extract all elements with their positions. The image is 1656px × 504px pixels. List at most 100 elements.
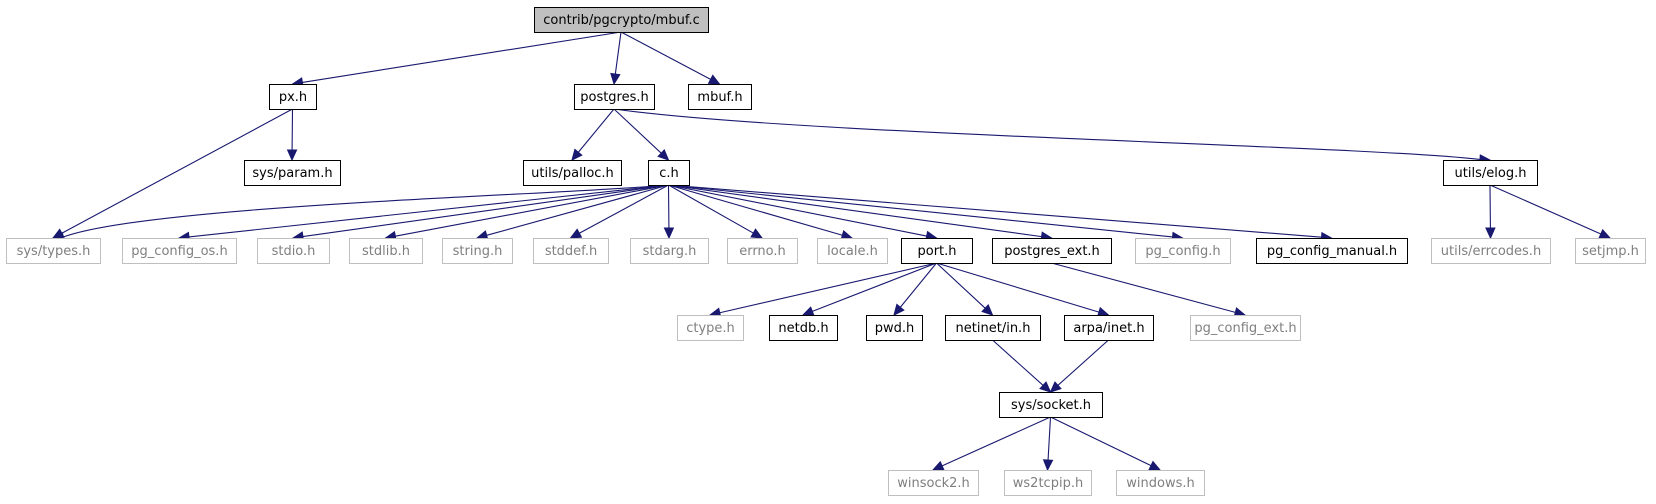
edge-sys-socket-h-to-ws2tcpip-h [1042, 416, 1054, 472]
node-postgres-h[interactable]: postgres.h [574, 84, 655, 110]
node-label: ws2tcpip.h [1013, 476, 1083, 491]
node-utils-elog-h[interactable]: utils/elog.h [1443, 160, 1538, 186]
node-label: string.h [453, 244, 503, 259]
edge-c-h-to-port-h [668, 184, 938, 242]
node-utils-palloc-h[interactable]: utils/palloc.h [523, 160, 622, 186]
node-stddef-h: stddef.h [533, 238, 609, 264]
node-label: ctype.h [686, 321, 735, 336]
arrowhead [931, 460, 945, 471]
node-label: sys/param.h [252, 166, 332, 181]
node-label: stdlib.h [362, 244, 410, 259]
node-label: sys/types.h [17, 244, 91, 259]
node-box [630, 238, 709, 264]
arrowhead [893, 303, 905, 316]
node-box [1256, 238, 1408, 264]
node-label: pg_config.h [1145, 244, 1220, 259]
node-winsock2-h: winsock2.h [888, 470, 979, 496]
arrowhead [801, 306, 815, 317]
node-box [677, 315, 744, 341]
node-netdb-h[interactable]: netdb.h [769, 315, 838, 341]
node-pg-config-os-h: pg_config_os.h [122, 238, 237, 264]
edge-c-h-to-stdio-h [291, 184, 669, 242]
node-netinet-in-h[interactable]: netinet/in.h [945, 315, 1041, 341]
node-postgres-ext-h[interactable]: postgres_ext.h [992, 238, 1112, 264]
node-locale-h: locale.h [817, 238, 888, 264]
node-pg-config-manual-h[interactable]: pg_config_manual.h [1256, 238, 1408, 264]
node-label: sys/socket.h [1011, 398, 1091, 413]
node-label: windows.h [1126, 476, 1194, 491]
edge-c-h-to-postgres-ext-h [668, 184, 1053, 242]
node-box [817, 238, 888, 264]
edge-postgres-h-to-utils-palloc-h [571, 108, 615, 161]
node-box [866, 315, 923, 341]
node-box [1575, 238, 1646, 264]
node-sys-socket-h[interactable]: sys/socket.h [999, 392, 1103, 418]
node-label: c.h [659, 166, 679, 181]
node-box [901, 238, 973, 264]
node-arpa-inet-h[interactable]: arpa/inet.h [1064, 315, 1154, 341]
node-box [269, 84, 317, 110]
node-sys-param-h[interactable]: sys/param.h [244, 160, 341, 186]
edge-c-h-to-pg-config-h [668, 184, 1184, 243]
node-box [888, 470, 979, 496]
edge-arpa-inet-h-to-sys-socket-h [1049, 339, 1109, 393]
node-label: postgres.h [580, 90, 649, 105]
node-box [442, 238, 513, 264]
edge-c-h-to-pg-config-os-h [177, 184, 669, 243]
node-box [534, 7, 709, 33]
node-ctype-h: ctype.h [677, 315, 744, 341]
edge-c-h-to-string-h [475, 184, 669, 241]
node-label: stddef.h [545, 244, 597, 259]
node-box [999, 392, 1103, 418]
edge-sys-socket-h-to-winsock2-h [931, 416, 1051, 471]
edge-port-h-to-pwd-h [893, 262, 937, 316]
node-box [1116, 470, 1205, 496]
node-mbuf-h[interactable]: mbuf.h [688, 84, 752, 110]
node-errno-h: errno.h [727, 238, 798, 264]
node-box [648, 160, 690, 186]
node-box [727, 238, 798, 264]
node-label: arpa/inet.h [1073, 321, 1144, 336]
node-label: stdio.h [272, 244, 316, 259]
node-box [122, 238, 237, 264]
edge-contrib-pgcrypto-mbuf-c-to-mbuf-h [620, 31, 721, 85]
arrowhead [1042, 459, 1054, 472]
node-label: netdb.h [778, 321, 828, 336]
node-box [244, 160, 341, 186]
arrowhead [286, 149, 298, 162]
edge-c-h-to-stddef-h [569, 184, 669, 239]
node-box [6, 238, 101, 264]
arrowhead [610, 72, 621, 86]
node-box [688, 84, 752, 110]
node-c-h[interactable]: c.h [648, 160, 690, 186]
edge-port-h-to-arpa-inet-h [936, 262, 1110, 318]
node-pwd-h[interactable]: pwd.h [866, 315, 923, 341]
node-label: utils/palloc.h [531, 166, 614, 181]
node-string-h: string.h [442, 238, 513, 264]
node-box [945, 315, 1041, 341]
node-ws2tcpip-h: ws2tcpip.h [1004, 470, 1092, 496]
node-px-h[interactable]: px.h [269, 84, 317, 110]
node-box [533, 238, 609, 264]
arrowhead [1148, 460, 1162, 471]
arrowhead [663, 227, 675, 240]
edge-c-h-to-errno-h [668, 184, 764, 239]
node-label: mbuf.h [697, 90, 742, 105]
node-label: errno.h [739, 244, 786, 259]
edge-c-h-to-stdarg-h [663, 184, 675, 240]
node-label: port.h [917, 244, 956, 259]
node-label: locale.h [827, 244, 878, 259]
node-label: px.h [279, 90, 307, 105]
arrowhead [569, 228, 583, 239]
node-box [574, 84, 655, 110]
edge-sys-socket-h-to-windows-h [1050, 416, 1162, 471]
node-sys-types-h: sys/types.h [6, 238, 101, 264]
node-port-h[interactable]: port.h [901, 238, 973, 264]
edge-px-h-to-sys-param-h [286, 108, 298, 162]
edge-netinet-in-h-to-sys-socket-h [992, 339, 1052, 393]
arrowhead [571, 148, 583, 161]
arrowhead [1049, 381, 1062, 393]
edge-contrib-pgcrypto-mbuf-c-to-postgres-h [610, 31, 622, 86]
